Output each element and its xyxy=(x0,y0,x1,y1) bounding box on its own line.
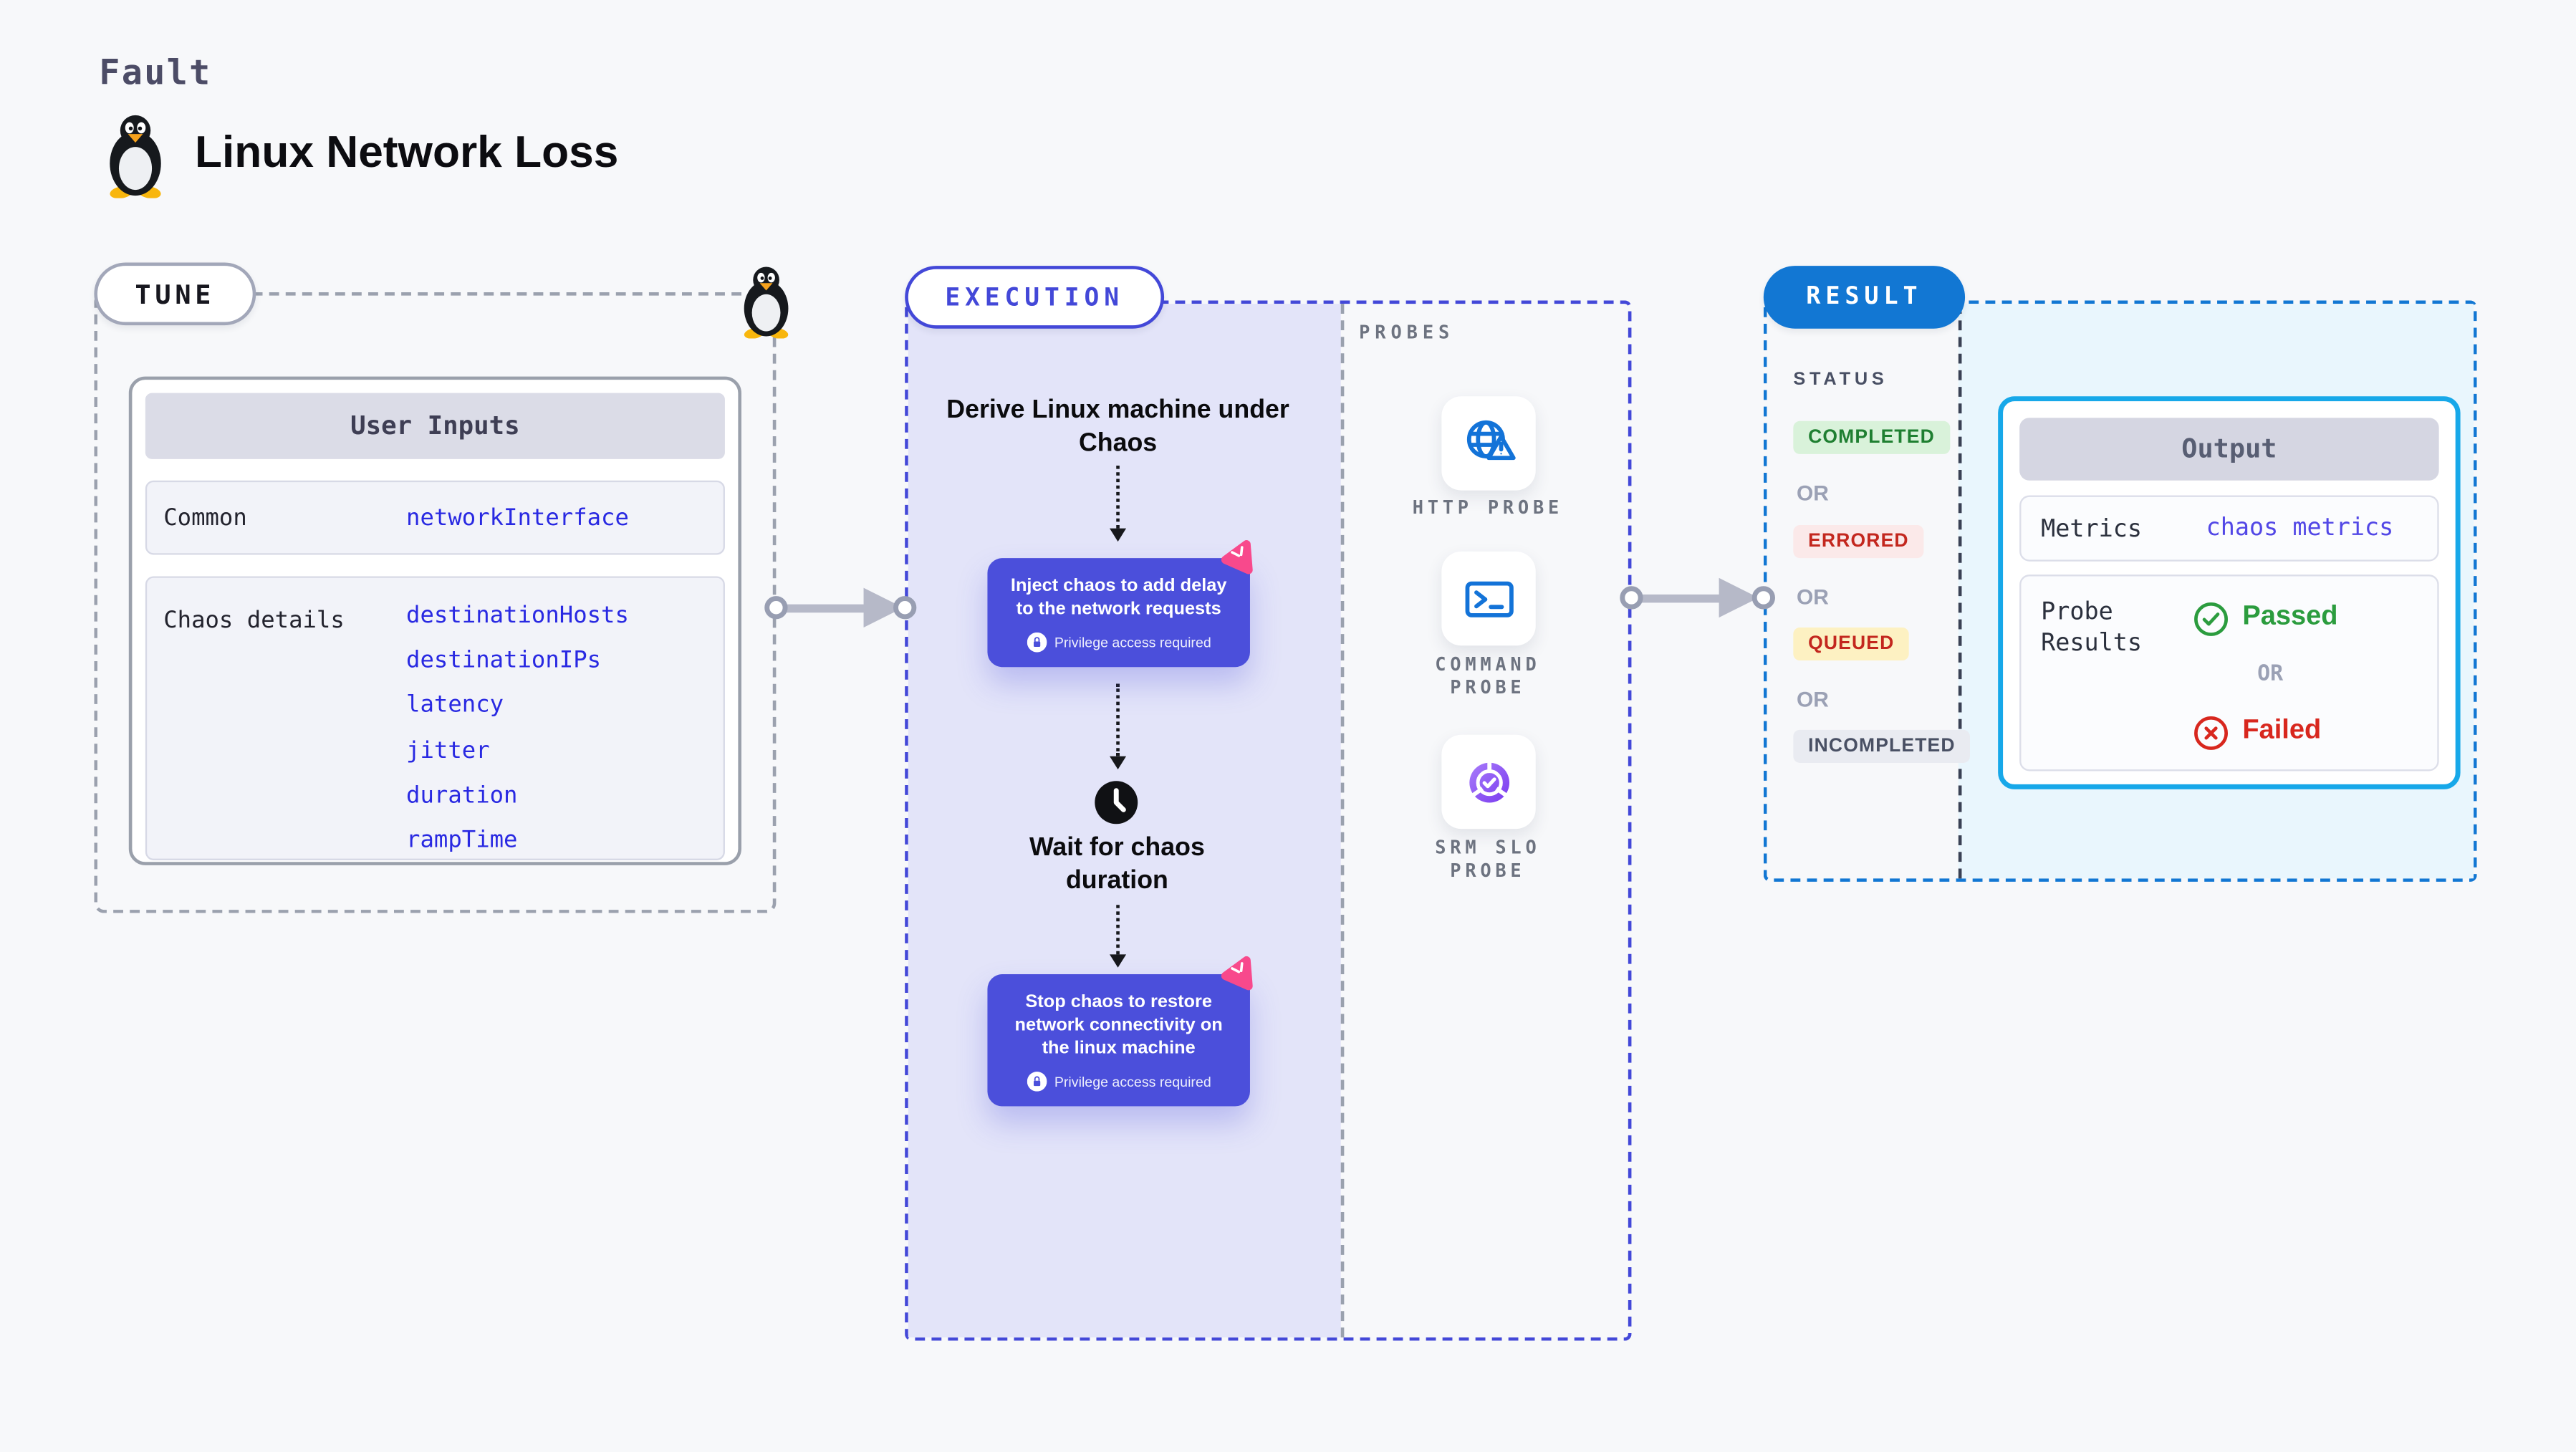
page-title: Linux Network Loss xyxy=(195,127,619,177)
probe-results-label: Probe Results xyxy=(2041,599,2142,658)
input-row-label: Chaos details xyxy=(163,607,345,635)
privilege-row: Privilege access required xyxy=(1001,632,1237,653)
privilege-text: Privilege access required xyxy=(1054,634,1211,651)
probe-label-command: COMMAND PROBE xyxy=(1435,653,1541,699)
stop-chaos-node: Stop chaos to restore network connectivi… xyxy=(987,974,1250,1107)
failed-label: Failed xyxy=(2242,715,2322,745)
clock-icon xyxy=(1095,781,1138,824)
slo-donut-check-icon xyxy=(1469,760,1509,802)
output-panel: Output Metrics chaos metrics Probe Resul… xyxy=(1998,396,2461,789)
wait-step-text: Wait for chaos duration xyxy=(1029,834,1205,895)
or-separator: OR xyxy=(1796,480,1829,506)
dotted-connector xyxy=(1116,683,1120,756)
status-badge: COMPLETED xyxy=(1793,420,1950,454)
status-heading: STATUS xyxy=(1793,370,1888,390)
inject-chaos-node: Inject chaos to add delay to the network… xyxy=(987,558,1250,668)
probe-label-srm-slo: SRM SLO PROBE xyxy=(1435,837,1541,882)
check-circle-icon xyxy=(2194,602,2228,636)
probes-heading: PROBES xyxy=(1359,322,1455,344)
connector-dot xyxy=(1751,586,1775,610)
status-badge-completed: COMPLETED xyxy=(1793,420,1950,454)
derive-step-text: Derive Linux machine under Chaos xyxy=(946,396,1289,457)
output-header: Output xyxy=(2019,418,2439,481)
status-badge: INCOMPLETED xyxy=(1793,729,1971,763)
or-separator: OR xyxy=(1796,585,1829,610)
lock-icon xyxy=(1026,632,1047,653)
srm-slo-probe-card xyxy=(1441,734,1536,830)
globe-warning-icon xyxy=(1466,419,1515,460)
dotted-connector xyxy=(1116,466,1120,529)
input-value: destinationHosts xyxy=(406,602,629,630)
passed-label: Passed xyxy=(2242,601,2338,631)
metrics-row: Metrics chaos metrics xyxy=(2019,495,2439,562)
or-separator: OR xyxy=(2257,662,2284,687)
arrow-head-icon xyxy=(1719,577,1759,617)
input-row-common: Common networkInterface xyxy=(145,480,725,555)
execution-to-result-arrow xyxy=(1633,593,1726,602)
connector-dot xyxy=(764,596,788,620)
result-pill-label: RESULT xyxy=(1763,266,1966,329)
status-output-divider xyxy=(1958,304,1962,879)
probe-label-http: HTTP PROBE xyxy=(1412,496,1564,519)
dotted-arrow-head-icon xyxy=(1108,954,1125,976)
input-values-list: destinationHosts destinationIPs latency … xyxy=(406,595,629,864)
dotted-arrow-head-icon xyxy=(1108,756,1125,778)
input-value: jitter xyxy=(406,737,490,764)
connector-dot xyxy=(893,596,917,620)
status-badge-errored: ERRORED xyxy=(1793,525,1924,559)
user-inputs-card: User Inputs Common networkInterface Chao… xyxy=(128,376,741,865)
input-value: latency xyxy=(406,692,504,719)
command-probe-card xyxy=(1441,551,1536,646)
metrics-label: Metrics xyxy=(2041,516,2142,544)
status-badge: QUEUED xyxy=(1793,627,1910,661)
execution-pill-label: EXECUTION xyxy=(905,266,1165,329)
chaos-fault-icon xyxy=(1221,540,1253,574)
tune-pill-label: TUNE xyxy=(94,262,256,326)
privilege-text: Privilege access required xyxy=(1054,1073,1211,1090)
tune-to-execution-arrow xyxy=(777,603,873,612)
terminal-icon xyxy=(1464,580,1513,617)
x-circle-icon xyxy=(2194,716,2228,750)
http-probe-card xyxy=(1441,396,1536,491)
privilege-row: Privilege access required xyxy=(1001,1072,1237,1092)
status-badge-incompleted: INCOMPLETED xyxy=(1793,729,1971,763)
input-row-chaos-details: Chaos details destinationHosts destinati… xyxy=(145,576,725,860)
metrics-value: chaos metrics xyxy=(2206,515,2394,542)
tux-linux-icon-small xyxy=(744,266,789,339)
fault-kicker: Fault xyxy=(99,52,212,93)
input-row-label: Common xyxy=(163,505,247,532)
lock-icon xyxy=(1026,1072,1047,1092)
chaos-fault-icon xyxy=(1221,956,1253,991)
user-inputs-header: User Inputs xyxy=(145,393,725,459)
probe-results-row: Probe Results Passed OR Failed xyxy=(2019,574,2439,771)
execution-probes-divider xyxy=(1340,304,1345,1338)
stop-chaos-text: Stop chaos to restore network connectivi… xyxy=(1014,992,1223,1059)
status-badge: ERRORED xyxy=(1793,525,1924,559)
status-badge-queued: QUEUED xyxy=(1793,627,1910,661)
input-value: destinationIPs xyxy=(406,648,602,674)
tux-linux-icon xyxy=(110,115,161,198)
dotted-arrow-head-icon xyxy=(1108,528,1125,550)
input-value: duration xyxy=(406,782,518,809)
inject-chaos-text: Inject chaos to add delay to the network… xyxy=(1010,576,1227,620)
dotted-connector xyxy=(1116,905,1120,955)
or-separator: OR xyxy=(1796,686,1829,712)
connector-dot xyxy=(1620,586,1643,610)
input-value: networkInterface xyxy=(406,505,629,532)
input-value: rampTime xyxy=(406,827,518,854)
